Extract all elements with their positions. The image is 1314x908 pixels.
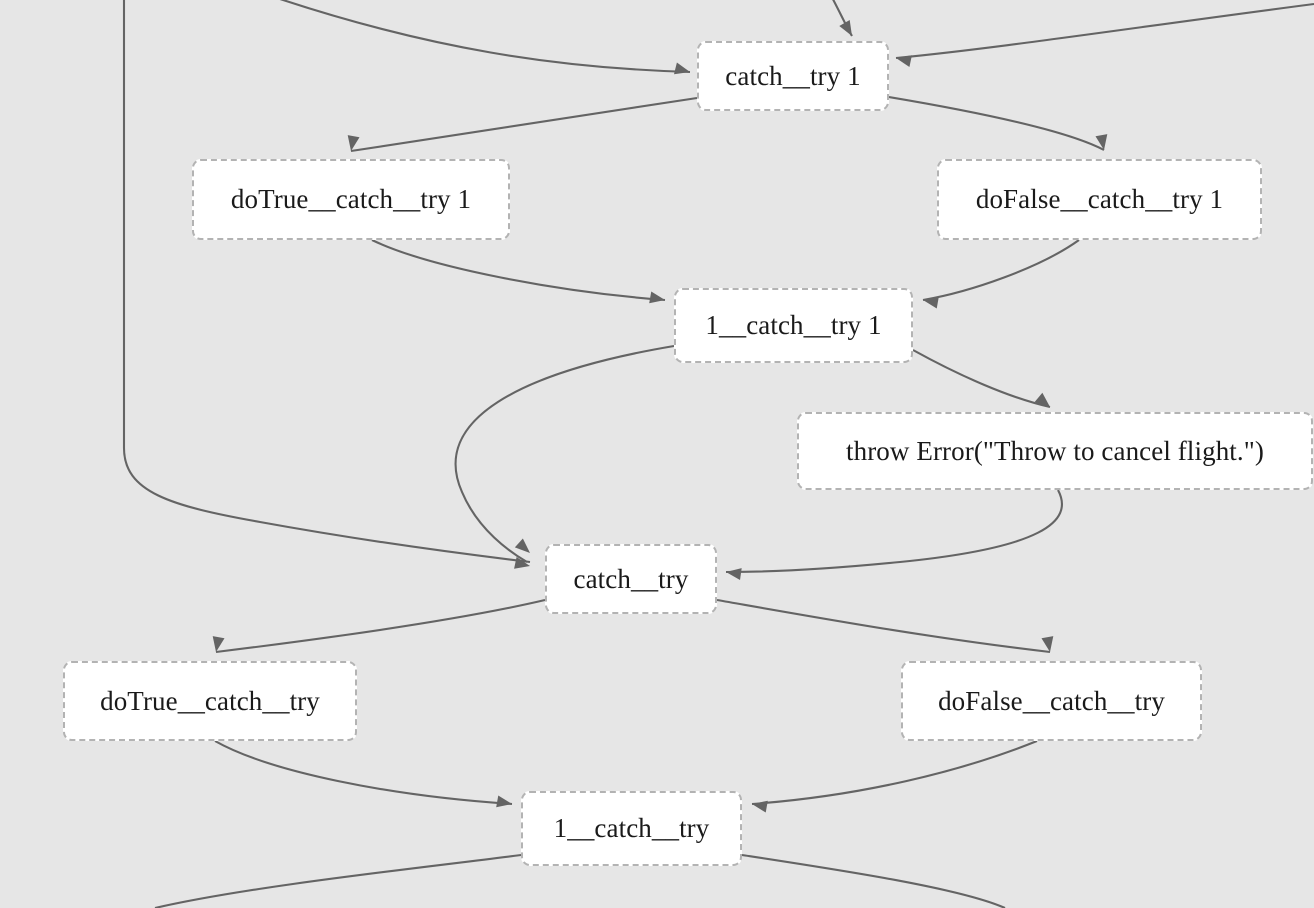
edge-doFalse_catch_try_1-to-one_catch_try_1 (922, 239, 1080, 302)
node-throw_error[interactable]: throw Error("Throw to cancel flight.") (797, 412, 1313, 490)
arrowhead-icon (347, 135, 360, 151)
edge-catch_try-to-doTrue_catch_try (215, 598, 546, 654)
arrowhead-icon (673, 62, 690, 75)
edge-doTrue_catch_try-to-one_catch_try (214, 740, 513, 806)
edge-one_catch_try_1-to-throw_error (912, 349, 1051, 409)
arrowhead-icon (514, 538, 530, 553)
edge-one_catch_try_1-to-catch_try (454, 344, 675, 563)
edge-offscreen-left-vert-to-catch_try (122, 0, 531, 564)
edge-throw_error-to-catch_try (725, 489, 1063, 574)
edge-offscreen-top-right-to-catch_try_1 (895, 2, 1314, 60)
node-one_catch_try[interactable]: 1__catch__try (521, 791, 742, 866)
node-catch_try[interactable]: catch__try (545, 544, 717, 614)
arrowhead-icon (1041, 636, 1054, 652)
arrowhead-icon (726, 568, 742, 581)
edge-catch_try-to-doFalse_catch_try (716, 598, 1051, 654)
arrowhead-icon (212, 636, 225, 652)
node-label: doTrue__catch__try (100, 685, 320, 716)
arrowhead-icon (1034, 392, 1050, 407)
arrowhead-icon (752, 800, 768, 813)
node-doTrue_catch_try[interactable]: doTrue__catch__try (63, 661, 357, 741)
edge-doFalse_catch_try-to-one_catch_try (751, 740, 1038, 806)
arrowhead-icon (839, 20, 852, 36)
arrowhead-icon (514, 557, 530, 569)
node-label: doFalse__catch__try 1 (975, 184, 1224, 214)
node-catch_try_1[interactable]: catch__try 1 (697, 41, 889, 111)
node-label: doFalse__catch__try (938, 685, 1165, 716)
node-one_catch_try_1[interactable]: 1__catch__try 1 (674, 288, 913, 363)
node-label: catch__try 1 (725, 60, 861, 91)
node-label: catch__try (573, 563, 689, 594)
node-label: 1__catch__try 1 (705, 310, 882, 340)
node-label: throw Error("Throw to cancel flight.") (846, 435, 1264, 466)
edge-catch_try_1-to-doFalse_catch_try_1 (888, 95, 1105, 151)
node-doFalse_catch_try_1[interactable]: doFalse__catch__try 1 (937, 159, 1262, 240)
arrowhead-icon (923, 296, 939, 309)
edge-one_catch_try-to-offscreen-bottom-left (154, 853, 522, 908)
edge-offscreen-top-mid-to-catch_try_1 (832, 0, 853, 37)
node-doTrue_catch_try_1[interactable]: doTrue__catch__try 1 (192, 159, 510, 240)
arrowhead-icon (1095, 134, 1108, 150)
node-label: doTrue__catch__try 1 (230, 184, 472, 214)
arrowhead-icon (496, 795, 512, 808)
edge-one_catch_try-to-offscreen-bottom-right (741, 853, 1006, 908)
edge-offscreen-top-left-to-catch_try_1 (279, 0, 691, 74)
arrowhead-icon (649, 291, 665, 304)
edge-catch_try_1-to-doTrue_catch_try_1 (350, 96, 698, 153)
node-label: 1__catch__try (553, 813, 710, 843)
edge-doTrue_catch_try_1-to-one_catch_try_1 (371, 239, 666, 302)
node-doFalse_catch_try[interactable]: doFalse__catch__try (901, 661, 1202, 741)
arrowhead-icon (896, 55, 912, 67)
